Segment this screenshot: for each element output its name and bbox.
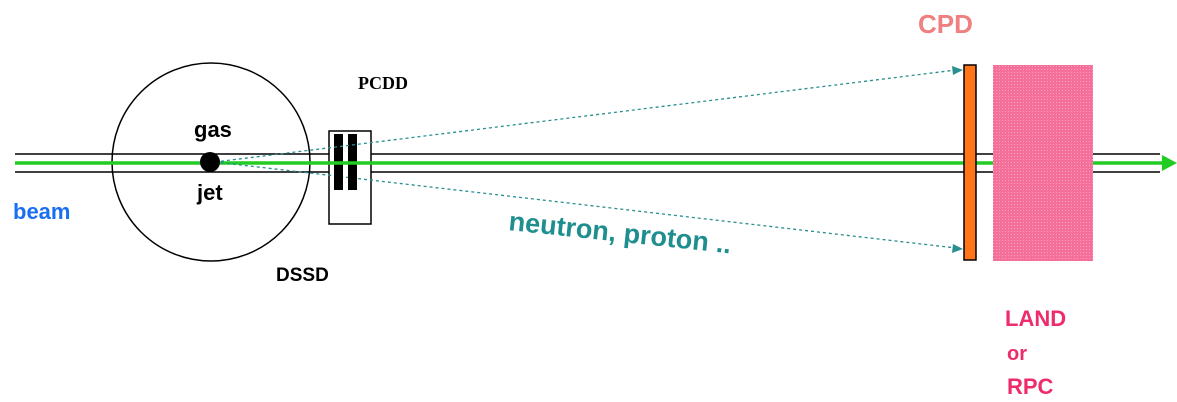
beam-arrow-icon: [1162, 155, 1177, 171]
land-detector: [993, 65, 1093, 261]
cpd-label: CPD: [918, 9, 973, 39]
trajectory-upper: [214, 69, 957, 163]
jet-label: jet: [196, 180, 223, 205]
cpd-detector: [963, 64, 977, 261]
particles-label: neutron, proton ..: [507, 206, 732, 259]
or-label: or: [1007, 343, 1027, 365]
trajectory-upper-arrow-icon: [952, 66, 963, 75]
rpc-label: RPC: [1007, 374, 1054, 399]
dssd-label: DSSD: [276, 265, 329, 286]
trajectory-lower: [214, 161, 957, 249]
gas-jet-target: [200, 152, 220, 172]
gas-label: gas: [194, 117, 232, 142]
trajectory-lower-arrow-icon: [952, 244, 963, 253]
land-label: LAND: [1005, 306, 1066, 331]
beam-label: beam: [13, 199, 70, 224]
detector-strip-3: [334, 170, 343, 190]
detector-strip-4: [348, 170, 357, 190]
pcdd-label: PCDD: [358, 73, 408, 93]
